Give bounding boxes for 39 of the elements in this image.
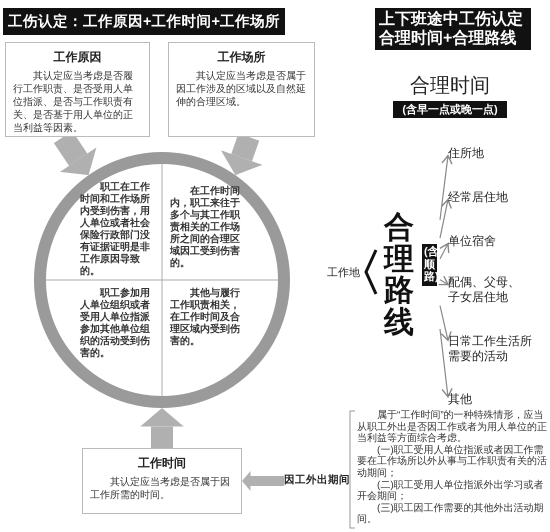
destination-label: 住所地 [448, 146, 508, 162]
arrow [439, 328, 453, 398]
quadrant-text: 在工作时间内，职工来往于多个与其工作职责相关的工作场所之间的合理区域因工受到伤害的。 [170, 186, 244, 270]
card-heading: 工作场所 [216, 49, 266, 66]
destination-label: 配偶、父母、子女居住地 [448, 275, 530, 307]
info-card [82, 448, 242, 514]
note-text: 属于“工作时间”的一种特殊情形，应当从职工外出是否因工作或者为用人单位的正当利益等方面综合考虑。 [357, 410, 548, 444]
note-text: (三)职工因工作需要的其他外出活动期间。 [357, 502, 545, 526]
thick-arrow [140, 408, 184, 448]
section-heading: 上下班途中工伤认定合理时间+合理路线 [375, 8, 531, 50]
card-text: 其认定应当考虑是否属于因工作所需的时间。 [90, 476, 231, 502]
thick-arrow [242, 471, 284, 491]
arrow [439, 198, 452, 238]
destination-label: 日常工作生活所需要的活动 [448, 334, 538, 366]
destination-label: 单位宿舍 [448, 234, 518, 250]
quadrant-text: 职工参加用人单位组织或者受用人单位指派参加其他单位组织的活动受到伤害的。 [80, 288, 154, 360]
card-heading: 工作原因 [52, 49, 102, 66]
info-card [168, 42, 315, 137]
card-text: 其认定应当考虑是否属于因工作涉及的区域以及自然延伸的合理区域。 [176, 70, 307, 109]
place-label: 工作地 [327, 266, 361, 280]
quadrant-text: 其他与履行工作职责相关，在工作时间及合理区域内受到伤害的。 [170, 288, 244, 348]
destination-label: 经常居住地 [448, 190, 528, 206]
destination-label: 其他 [448, 392, 488, 408]
note-text: (二)职工受用人单位指派外出学习或者开会期间； [357, 480, 545, 502]
arrow [439, 242, 450, 260]
info-card [5, 42, 150, 137]
subheading: 合理时间 [409, 74, 491, 99]
trip-label: 因工外出期间 [284, 473, 350, 489]
arrow [439, 305, 452, 342]
ring-circle [34, 152, 290, 408]
arrow [438, 275, 449, 286]
card-text: 其认定应当考虑是否履行工作职责、是否受用人单位指派、是否与工作职责有关、是否基于用人单位的正当利益等因素。 [13, 70, 134, 135]
subheading-note: (含早一点或晚一点) [393, 101, 507, 118]
quadrant-text: 职工在工作时间和工作场所内受到伤害，用人单位或者社会保险行政部门没有证据证明是非工作原因导致的。 [80, 182, 154, 278]
route-heading: 合理路线 [384, 212, 414, 338]
title-banner: 工伤认定：工作原因+工作时间+工作场所 [3, 8, 285, 35]
card-heading: 工作时间 [137, 455, 187, 472]
note-text: (一)职工受用人单位指派或者因工作需要在工作场所以外从事与工作职责有关的活动期间； [357, 444, 548, 480]
arrow [439, 154, 453, 220]
